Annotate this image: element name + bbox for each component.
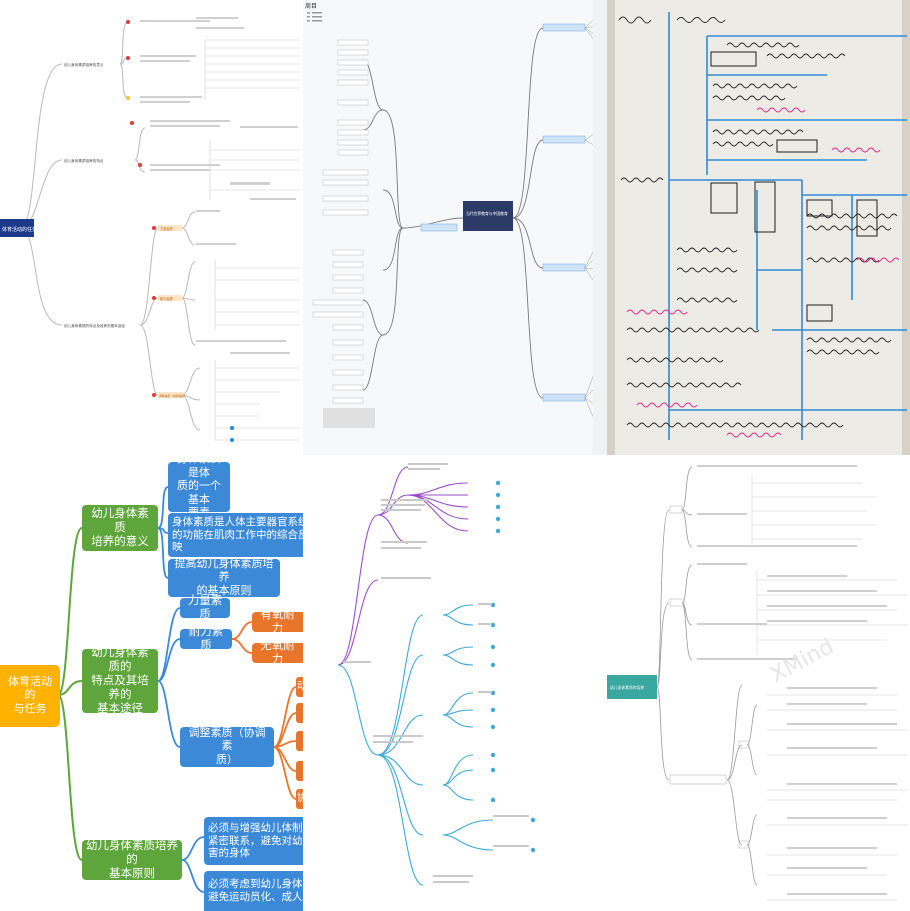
mindmap-1-markers [126, 20, 234, 442]
mindmap-4-root-node[interactable]: 体育活动的 与任务 [0, 665, 60, 727]
features-node[interactable]: 幼儿身体素质的 特点及其培养的 基本途径 [82, 646, 158, 716]
mindmap-2-corner-label: 周目 [305, 3, 317, 10]
mindmap-2-left-leaves [312, 39, 369, 404]
handwritten-notes-photo[interactable] [607, 0, 910, 455]
principle-item-node[interactable]: 必须考虑到幼儿身体 避免运动员化、成人 [204, 871, 303, 911]
mindmap-1-subbranch-label: 调整素质（协调素质） [159, 394, 187, 398]
aerobic-node[interactable]: 有氧耐力 [252, 609, 303, 635]
principle-item-label: 必须与增强幼儿体制 紧密联系，避免对幼 害的身体 [208, 821, 303, 860]
features-label: 幼儿身体素质的 特点及其培养的 基本途径 [91, 646, 149, 716]
anaerobic-label: 无氧耐力 [260, 639, 295, 666]
mindmap-thumbnail-2[interactable]: 周目 当代世界教育与中国教育 [303, 0, 607, 455]
mindmap-1-branch-label: 幼儿身体素质的特点及培养的基本途径 [64, 323, 125, 328]
strength-label: 力量素质 [187, 594, 223, 621]
coordination-sub-node[interactable] [296, 761, 303, 781]
sig-item-node[interactable]: 提高幼儿身体素质培养 的基本原则 [168, 557, 280, 597]
coordination-sub-label: 协 [297, 792, 303, 804]
mindmap-1-root-node[interactable] [0, 219, 34, 237]
mindmap-thumbnail-4[interactable]: 体育活动的 与任务 幼儿身体素质 培养的意义 身体素质是体 质的一个基本 要素 … [0, 455, 303, 911]
mindmap-1-subbranch-label: 力量素质 [160, 226, 174, 231]
sig-item-label: 身体素质是人体主要器官系统 的功能在肌肉工作中的综合反 映 [172, 515, 303, 554]
mindmap-2-center-node[interactable] [463, 201, 513, 231]
significance-node[interactable]: 幼儿身体素质 培养的意义 [82, 505, 158, 551]
principle-item-label: 必须考虑到幼儿身体 避免运动员化、成人 [208, 878, 303, 903]
xmind-watermark: XMind [766, 634, 838, 688]
anaerobic-node[interactable]: 无氧耐力 [252, 640, 303, 666]
mindmap-1-root-label: 体育活动的任务 [2, 226, 37, 233]
handwriting-pink-strokes [626, 107, 900, 438]
handwritten-canvas [607, 0, 910, 455]
mindmap-1-branch-label: 幼儿身体素质培养的特点 [64, 158, 104, 163]
coordination-label: 调整素质（协调素 质） [188, 726, 266, 766]
mindmap-5-leaf-text [343, 463, 529, 883]
endurance-node[interactable]: 耐力素质 [180, 626, 232, 652]
mindmap-4-root-label: 体育活动的 与任务 [8, 675, 52, 715]
mindmap-4-connectors [57, 486, 297, 893]
coordination-sub-node[interactable] [296, 731, 303, 751]
mindmap-thumbnail-1[interactable]: 体育活动的任务 幼儿身体素质培养的意义 幼儿身体素质培养的特点 幼儿身体素质的特… [0, 0, 303, 455]
mindmap-thumbnail-5[interactable] [303, 455, 607, 911]
principles-label: 幼儿身体素质培养的 基本原则 [86, 839, 178, 881]
mindmap-5-nodes [490, 480, 536, 853]
sig-item-label: 身体素质是体 质的一个基本 要素 [177, 455, 221, 519]
endurance-label: 耐力素质 [188, 625, 224, 652]
aerobic-label: 有氧耐力 [260, 608, 295, 635]
mindmap-6-leaf-text [697, 465, 897, 895]
coordination-sub-label: 动 [297, 680, 303, 692]
principles-node[interactable]: 幼儿身体素质培养的 基本原则 [82, 840, 182, 880]
mindmap-6-root-node[interactable] [607, 675, 657, 699]
principle-item-node[interactable]: 必须与增强幼儿体制 紧密联系，避免对幼 害的身体 [204, 817, 303, 865]
mindmap-6-root-label: 幼儿身体素质的培养 [610, 685, 644, 690]
coordination-sub-node[interactable]: 动 [296, 677, 303, 697]
mindmap-5-canvas [337, 463, 536, 886]
handwriting-strokes [618, 16, 898, 428]
coordination-node[interactable]: 调整素质（协调素 质） [180, 727, 274, 767]
mindmap-1-leaf-text [140, 17, 298, 354]
sig-item-node[interactable]: 身体素质是人体主要器官系统 的功能在肌肉工作中的综合反 映 [168, 513, 303, 557]
strength-node[interactable]: 力量素质 [180, 595, 230, 621]
significance-label: 幼儿身体素质 培养的意义 [91, 507, 149, 549]
mindmap-1-branch-label: 幼儿身体素质培养的意义 [64, 62, 104, 67]
coordination-sub-node[interactable]: 协 [296, 789, 303, 809]
mindmap-6-canvas: 幼儿身体素质的培养 XMind [607, 465, 907, 901]
mindmap-2-center-label: 当代世界教育与中国教育 [466, 211, 508, 216]
mindmap-1-canvas: 体育活动的任务 幼儿身体素质培养的意义 幼儿身体素质培养的特点 幼儿身体素质的特… [0, 17, 300, 442]
sig-item-label: 提高幼儿身体素质培养 的基本原则 [174, 557, 274, 597]
mindmap-2-canvas: 周目 当代世界教育与中国教育 [305, 0, 607, 455]
mindmap-1-subbranch-label: 耐力素质 [160, 296, 174, 301]
mindmap-thumbnail-6[interactable]: 幼儿身体素质的培养 XMind [607, 455, 910, 911]
sig-item-node[interactable]: 身体素质是体 质的一个基本 要素 [168, 455, 230, 519]
coordination-sub-node[interactable] [296, 703, 303, 723]
